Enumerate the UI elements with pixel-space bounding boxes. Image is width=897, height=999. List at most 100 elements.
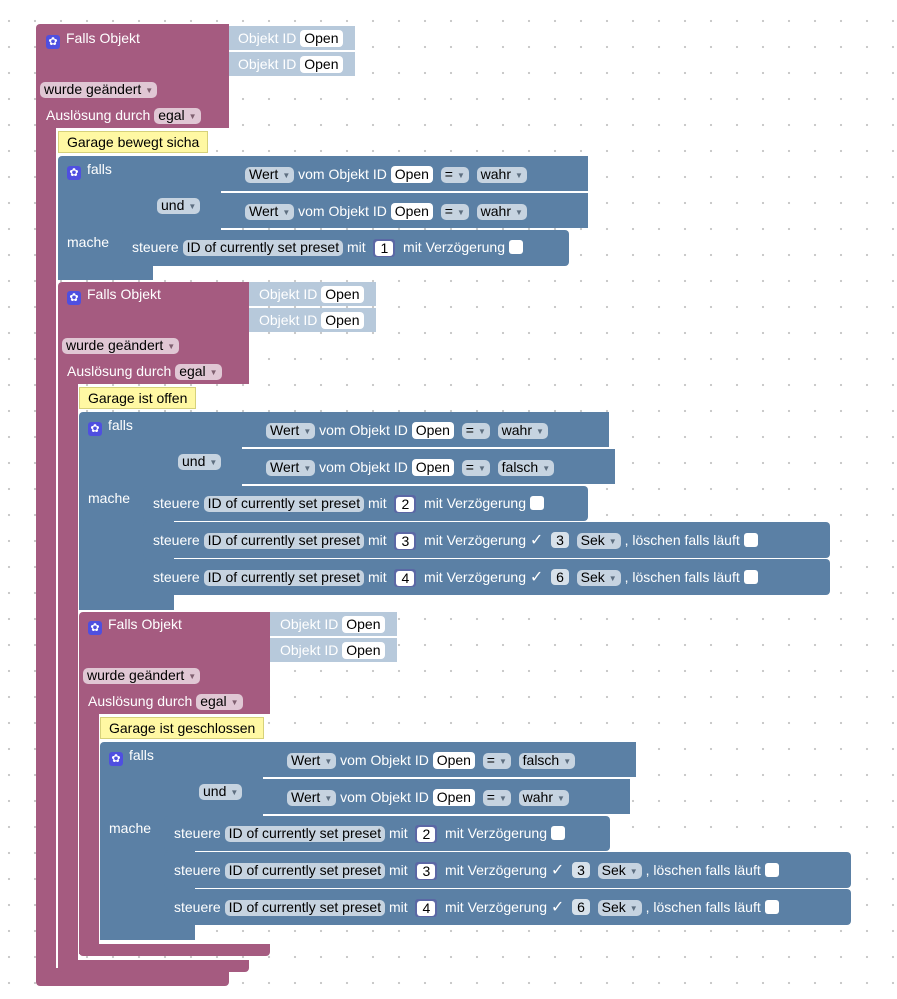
gear-icon[interactable]: ✿ [88,422,102,436]
value-dropdown[interactable]: Wert▼ [287,790,337,806]
bool-dropdown[interactable]: wahr▼ [476,204,527,220]
bool-dropdown[interactable]: wahr▼ [476,166,527,183]
number-field[interactable]: 2 [417,827,436,842]
number-block[interactable]: 3 [415,862,438,880]
number-field[interactable]: 4 [417,901,436,916]
operator-dropdown[interactable]: =▼ [440,204,469,220]
operator-dropdown[interactable]: =▼ [461,422,490,439]
object-id-field[interactable]: Open [432,752,475,769]
trigger-dropdown[interactable]: egal▼ [154,108,201,124]
preset-field[interactable]: ID of currently set preset [203,496,365,512]
unit-dropdown[interactable]: Sek▼ [576,570,621,586]
dropdown-arrow-icon: ▼ [230,698,239,707]
preset-field[interactable]: ID of currently set preset [203,533,365,549]
number-block[interactable]: 2 [394,495,417,513]
and-dropdown[interactable]: und▼ [199,784,243,800]
and-block[interactable] [195,742,263,816]
number-block[interactable]: 4 [394,569,417,587]
operator-dropdown[interactable]: =▼ [482,790,511,806]
number-field[interactable]: 3 [396,534,415,549]
operator-dropdown[interactable]: =▼ [440,167,469,183]
unit-dropdown[interactable]: Sek▼ [597,863,642,879]
value-dropdown[interactable]: Wert▼ [266,460,316,476]
changed-dropdown[interactable]: wurde geändert▼ [40,82,158,98]
changed-dropdown[interactable]: wurde geändert▼ [83,668,201,684]
delay-value-field[interactable]: 6 [551,569,569,585]
gear-icon[interactable]: ✿ [67,291,81,305]
number-field[interactable]: 4 [396,571,415,586]
object-id-field[interactable]: Open [411,459,454,476]
and-block[interactable] [174,412,242,486]
and-block[interactable] [153,156,221,230]
operator-label: = [465,422,474,438]
dropdown-arrow-icon: ▼ [167,342,176,351]
value-dropdown[interactable]: Wert▼ [266,423,316,439]
unit-dropdown[interactable]: Sek▼ [576,533,621,549]
and-dropdown[interactable]: und▼ [157,198,201,214]
number-field[interactable]: 3 [417,864,436,879]
bool-label: wahr [480,166,511,182]
operator-dropdown[interactable]: =▼ [461,460,490,476]
bool-dropdown[interactable]: wahr▼ [518,790,569,806]
value-dropdown[interactable]: Wert▼ [245,204,295,220]
object-id-field[interactable]: Open [342,616,385,633]
preset-field[interactable]: ID of currently set preset [182,240,344,256]
number-block[interactable]: 2 [415,825,438,843]
number-block[interactable]: 4 [415,899,438,917]
clear-running-checkbox[interactable] [743,570,758,584]
object-id-field[interactable]: Open [321,312,364,329]
delay-checkbox-checked[interactable]: ✓ [529,532,544,549]
bool-dropdown[interactable]: wahr▼ [497,423,548,439]
object-id-field[interactable]: Open [411,422,454,439]
preset-field[interactable]: ID of currently set preset [203,570,365,586]
comment-box[interactable]: Garage ist geschlossen [100,717,265,739]
gear-icon[interactable]: ✿ [67,166,81,180]
delay-value-field[interactable]: 3 [551,532,569,548]
object-id-field[interactable]: Open [432,789,475,806]
delay-checkbox-checked[interactable]: ✓ [550,862,565,879]
delay-checkbox[interactable] [529,496,544,510]
trigger-dropdown[interactable]: egal▼ [196,694,243,710]
unit-dropdown[interactable]: Sek▼ [597,900,642,916]
number-block[interactable]: 1 [373,239,396,257]
bool-dropdown[interactable]: falsch▼ [518,753,576,769]
delay-checkbox-checked[interactable]: ✓ [550,899,565,916]
preset-field[interactable]: ID of currently set preset [224,826,386,842]
dropdown-arrow-icon: ▼ [608,574,617,583]
bool-dropdown[interactable]: falsch▼ [497,460,555,476]
delay-checkbox-checked[interactable]: ✓ [529,569,544,586]
delay-value-field[interactable]: 6 [572,899,590,915]
clear-running-checkbox[interactable] [764,900,779,914]
value-dropdown[interactable]: Wert▼ [287,753,337,769]
and-dropdown[interactable]: und▼ [178,454,222,470]
trigger-dropdown[interactable]: egal▼ [175,364,222,380]
changed-dropdown[interactable]: wurde geändert▼ [62,338,180,354]
gear-icon[interactable]: ✿ [88,621,102,635]
value-dropdown[interactable]: Wert▼ [245,167,295,183]
clear-running-checkbox[interactable] [764,863,779,877]
comment-box[interactable]: Garage ist offen [79,387,197,409]
dropdown-arrow-icon: ▼ [188,672,197,681]
clear-running-checkbox[interactable] [743,533,758,547]
object-id-field[interactable]: Open [300,56,343,73]
object-id-field[interactable]: Open [390,203,433,220]
gear-icon[interactable]: ✿ [46,35,60,49]
gear-icon[interactable]: ✿ [109,752,123,766]
object-id-field[interactable]: Open [342,642,385,659]
delay-checkbox[interactable] [550,826,565,840]
trigger-row: Auslösung durch egal▼ [88,693,243,710]
delay-checkbox[interactable] [508,240,523,254]
compare-row: Wert▼ vom Objekt ID Open =▼ wahr▼ [266,422,548,439]
number-field[interactable]: 2 [396,497,415,512]
preset-field[interactable]: ID of currently set preset [224,900,386,916]
comment-box[interactable]: Garage bewegt sicha [58,131,209,153]
number-field[interactable]: 1 [375,241,394,256]
object-id-field[interactable]: Open [390,166,433,183]
object-id-field[interactable]: Open [321,286,364,303]
number-block[interactable]: 3 [394,532,417,550]
and-row: und▼ [199,783,243,800]
preset-field[interactable]: ID of currently set preset [224,863,386,879]
object-id-field[interactable]: Open [300,30,343,47]
operator-dropdown[interactable]: =▼ [482,753,511,769]
delay-value-field[interactable]: 3 [572,862,590,878]
